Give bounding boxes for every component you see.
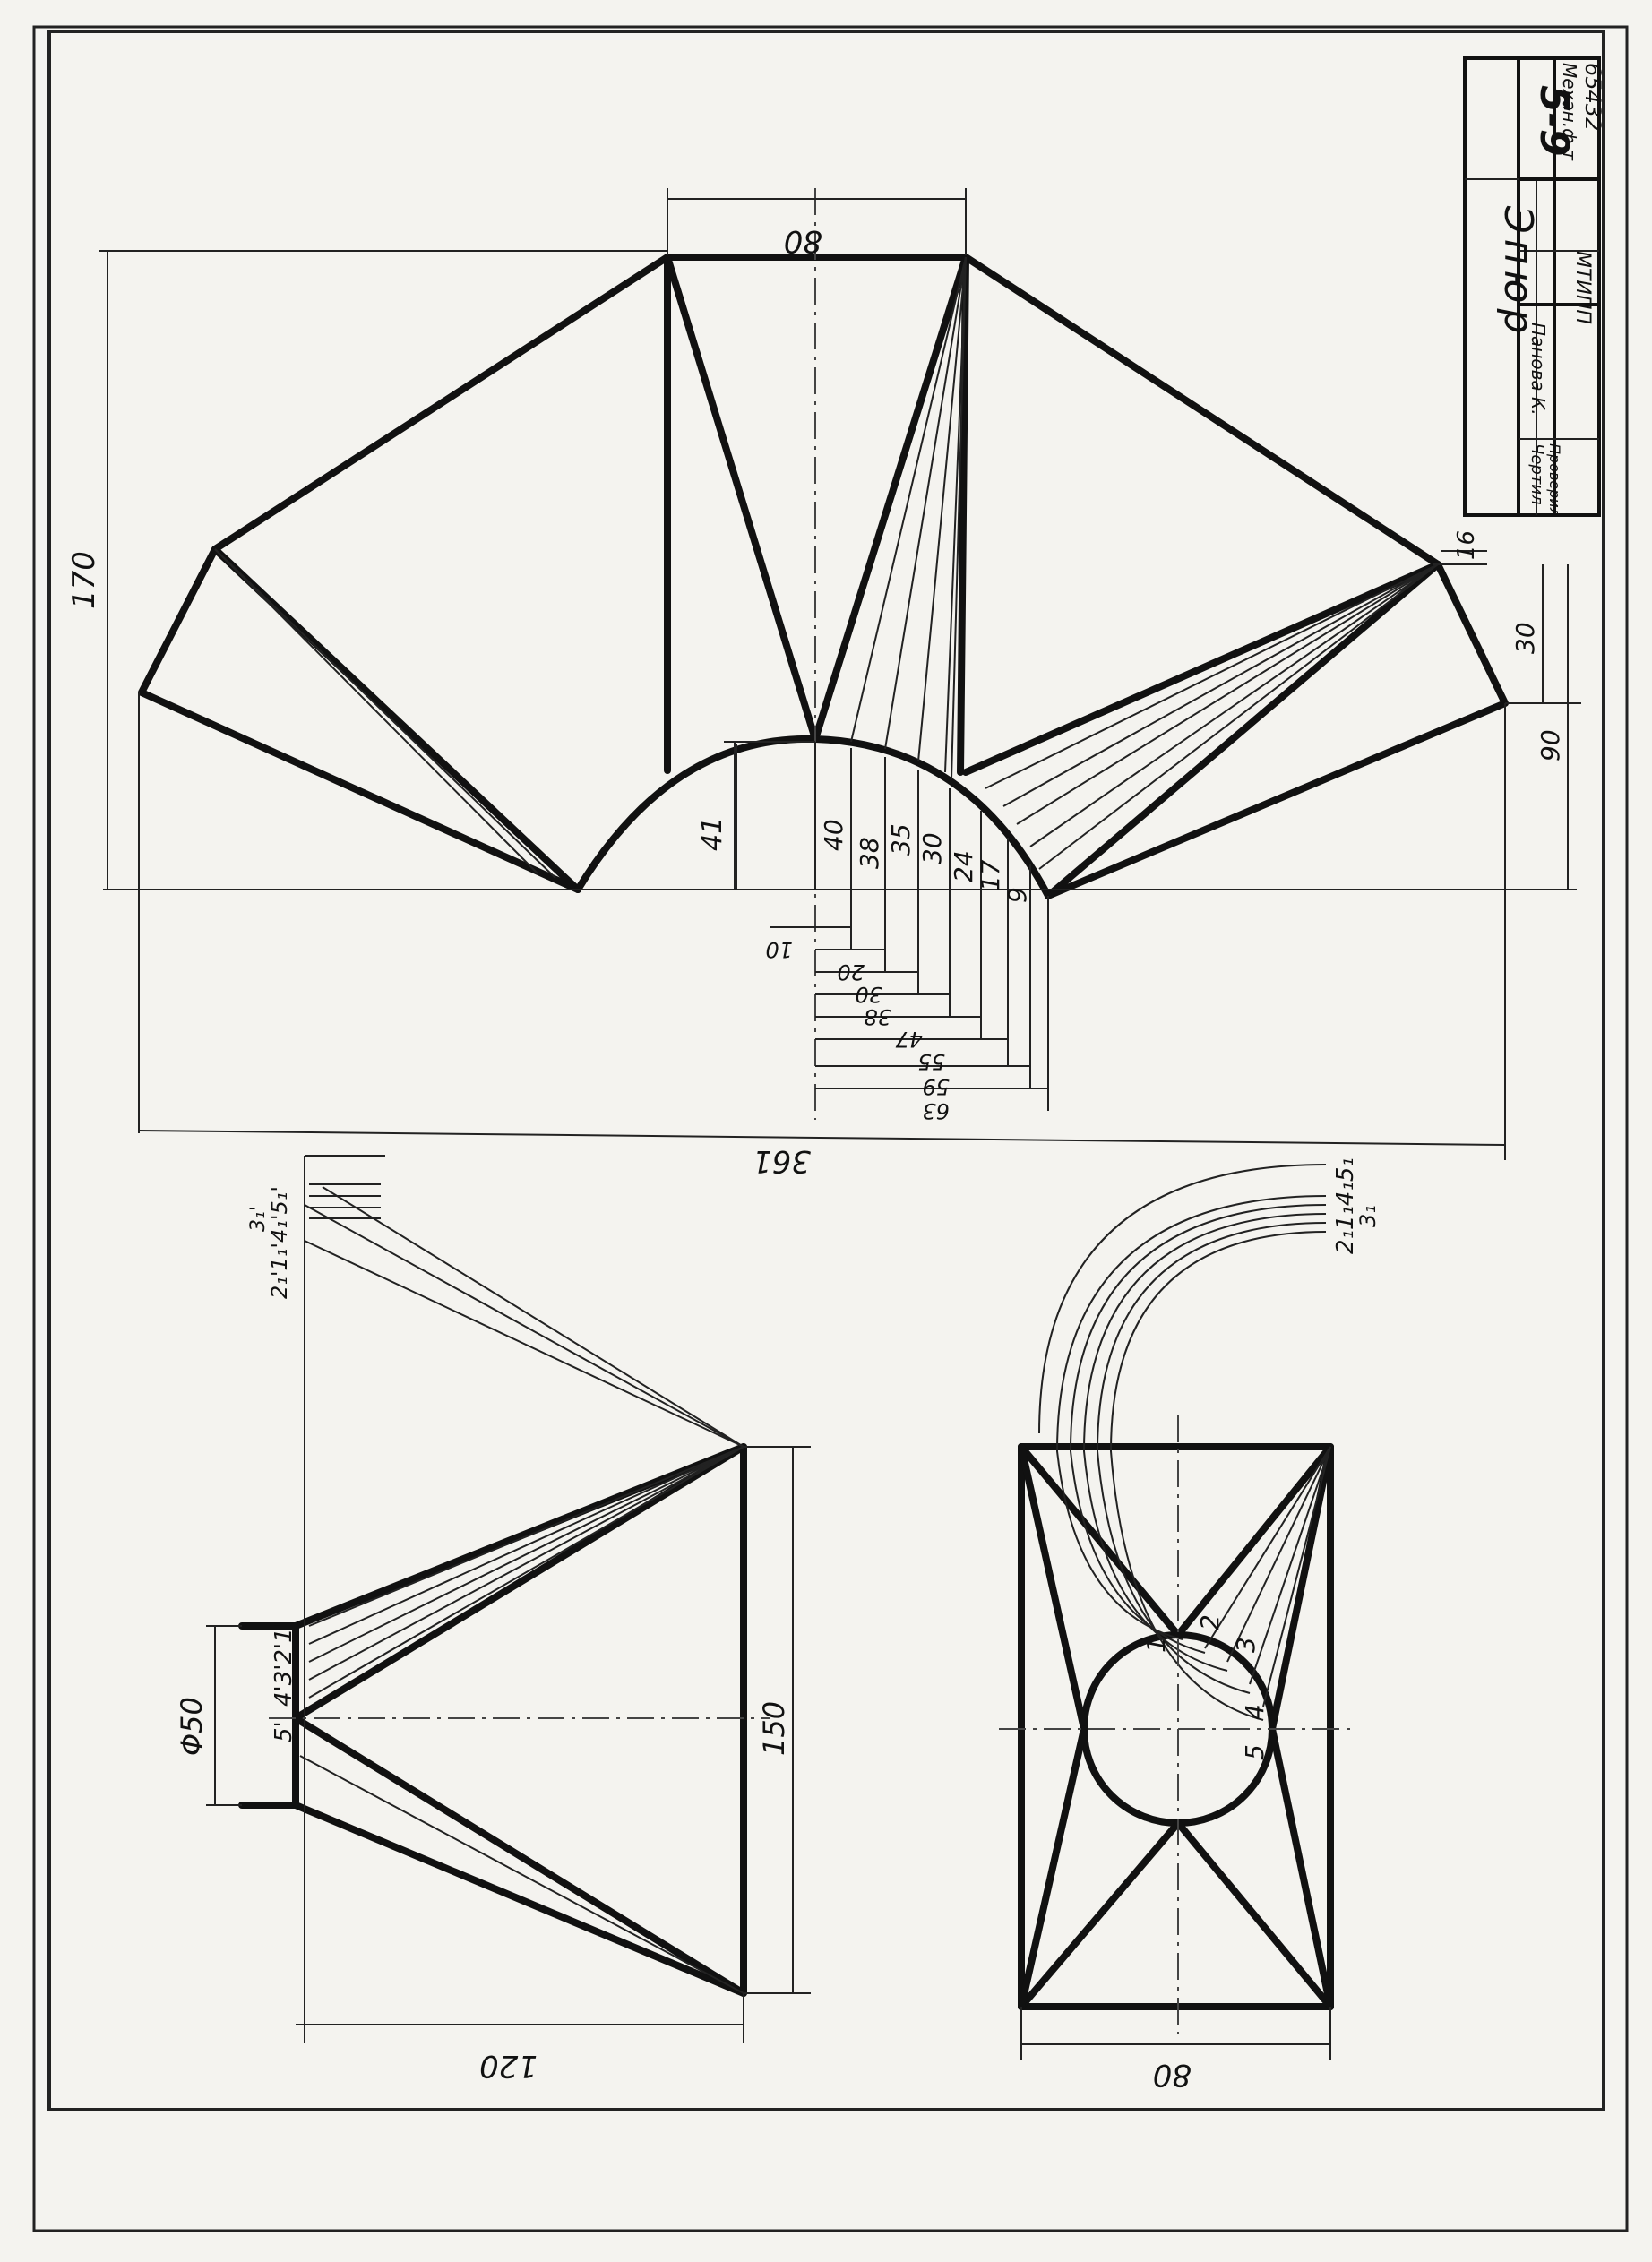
hmeasure-10: 10 <box>765 937 793 962</box>
point-3: 3 <box>1231 1637 1261 1653</box>
dim-width-120: 120 <box>479 2048 538 2084</box>
vmeasure-40: 40 <box>819 819 848 851</box>
title-block: 5-9 Механ.ф-т 65432 Эпюр МТИПП Панова К.… <box>1463 56 1605 517</box>
surface-development: 80 170 41 361 16 30 <box>66 188 1581 1179</box>
point-4: 4 <box>1240 1704 1269 1720</box>
vmeasure-35: 35 <box>886 823 916 856</box>
front-view: Φ50 150 120 2₁'1₁'4₁'5₁' 3₁' 4'3'2'1' 5' <box>175 1155 811 2084</box>
top-view: 80 2₁1₁4₁5₁ 3₁ 1 2 3 4 5 <box>999 1157 1381 2093</box>
faculty-label: Механ.ф-т <box>1559 63 1580 161</box>
vmeasure-24: 24 <box>949 850 978 882</box>
dim-right-30: 30 <box>1510 622 1540 654</box>
checked-label: Проверил <box>1546 443 1563 517</box>
fan-lines-right <box>985 563 1439 870</box>
hmeasure-20: 20 <box>837 959 865 985</box>
dim-arc-rise-41: 41 <box>697 817 728 851</box>
vmeasure-38: 38 <box>855 837 884 869</box>
vertical-measure-labels: 40 38 35 30 24 17 9 <box>819 819 1032 903</box>
front-top-labels: 2₁'1₁'4₁'5₁' <box>267 1186 292 1299</box>
group-number: 65432 <box>1580 63 1605 131</box>
front-point-labels: 4'3'2'1' <box>271 1621 297 1707</box>
inner-frame <box>47 30 1605 2111</box>
drawn-by: Панова К. <box>1527 323 1549 416</box>
dim-top-80: 80 <box>784 223 822 259</box>
point-2: 2 <box>1195 1614 1225 1630</box>
vertical-measures <box>736 742 1049 1111</box>
drawing-title: Эпюр <box>1495 205 1541 339</box>
drawn-label: Чертил <box>1527 443 1546 505</box>
dim-top-view-80: 80 <box>1153 2057 1192 2093</box>
vmeasure-30: 30 <box>917 832 947 864</box>
institute-name: МТИПП <box>1571 251 1594 324</box>
dim-height-170: 170 <box>66 551 102 609</box>
horizontal-measure-labels: 10 20 30 38 47 55 59 63 <box>765 937 950 1123</box>
horizontal-measures <box>770 926 1048 1089</box>
hmeasure-38: 38 <box>864 1004 891 1029</box>
outer-frame <box>32 25 1629 2232</box>
dim-corner-16: 16 <box>1453 530 1480 560</box>
front-point-5: 5' <box>271 1721 297 1742</box>
vmeasure-17: 17 <box>976 859 1005 891</box>
arc-label-sub: 3₁ <box>1355 1205 1381 1227</box>
hmeasure-55: 55 <box>917 1049 945 1074</box>
dim-height-150: 150 <box>757 1701 791 1756</box>
hmeasure-63: 63 <box>922 1098 950 1123</box>
dim-width-361: 361 <box>753 1143 811 1179</box>
arc-labels: 2₁1₁4₁5₁ <box>1332 1157 1359 1254</box>
vmeasure-9: 9 <box>1002 887 1032 903</box>
hmeasure-47: 47 <box>895 1027 923 1052</box>
hmeasure-59: 59 <box>922 1074 950 1099</box>
fan-lines-top <box>850 256 967 780</box>
point-1: 1 <box>1141 1637 1171 1653</box>
hmeasure-30: 30 <box>855 982 882 1007</box>
dim-diameter-50: Φ50 <box>175 1697 209 1756</box>
sheet-code: 5-9 <box>1531 85 1577 157</box>
front-top-label-sub: 3₁' <box>247 1206 270 1232</box>
point-5: 5 <box>1240 1744 1269 1760</box>
dim-right-90: 90 <box>1536 729 1565 761</box>
rotation-arcs <box>1038 1164 1327 1721</box>
